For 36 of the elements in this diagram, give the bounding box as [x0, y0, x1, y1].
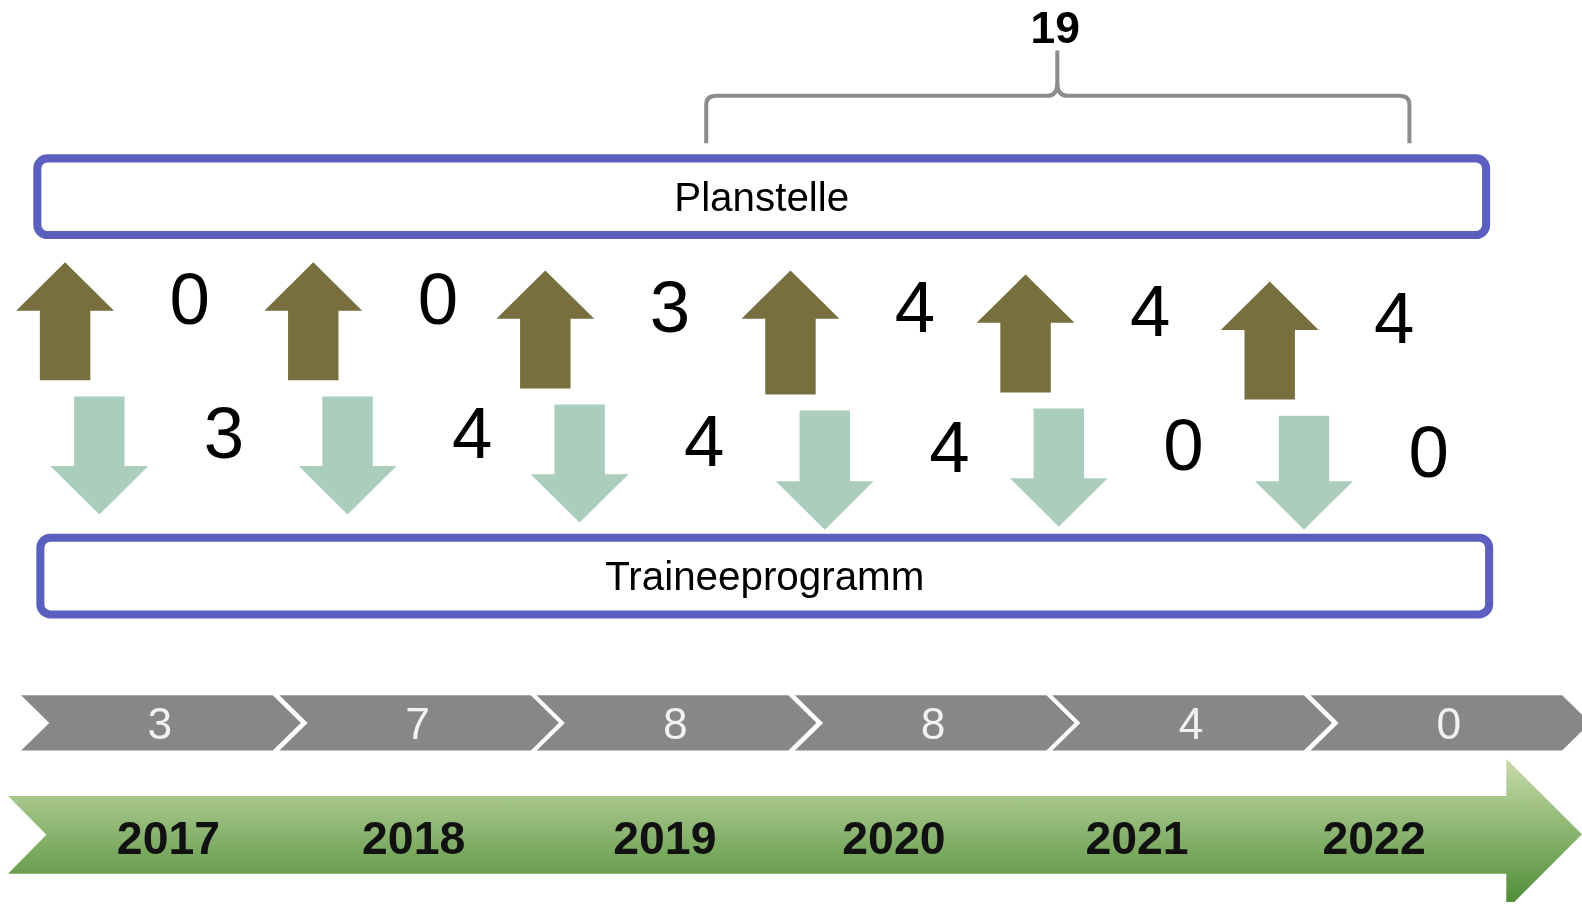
year-label: 2020: [842, 810, 946, 865]
edge-label: 0: [169, 262, 210, 335]
total-label: 19: [1030, 6, 1080, 51]
block-arrow: [530, 404, 629, 523]
block-arrow: [1255, 415, 1353, 530]
block-arrow: [16, 262, 114, 381]
block-arrow: [50, 396, 149, 515]
year-label: 2018: [362, 810, 466, 865]
year-label: 2022: [1322, 810, 1426, 865]
block-arrow: [298, 396, 397, 515]
block-arrow: [496, 270, 595, 389]
edge-label: 0: [1408, 415, 1449, 489]
box-label: Planstelle: [674, 174, 850, 220]
edge-label: 0: [1163, 408, 1204, 482]
edge-label: 0: [417, 262, 459, 335]
edge-label: 4: [451, 396, 493, 470]
block-arrow: [264, 262, 363, 381]
edge-label: 4: [684, 404, 725, 478]
year-label: 2021: [1085, 810, 1189, 865]
process-box: [33, 154, 1491, 240]
edge-label: 4: [1129, 274, 1171, 348]
edge-label: 4: [929, 410, 970, 484]
year-label: 2019: [613, 810, 717, 865]
year-label: 2017: [116, 810, 221, 865]
edge-label: 4: [894, 270, 936, 344]
box-label: Traineeprogramm: [605, 553, 925, 599]
block-arrow: [976, 274, 1075, 393]
edge-label: 4: [1374, 281, 1415, 355]
edge-label: 3: [203, 396, 245, 470]
block-arrow: [1220, 281, 1319, 400]
block-arrow: [775, 410, 874, 530]
block-arrow: [741, 270, 840, 395]
edge-label: 3: [649, 270, 691, 344]
block-arrow: [1009, 408, 1108, 527]
chevron-label: 0: [1436, 697, 1462, 749]
process-box: [36, 533, 1494, 619]
